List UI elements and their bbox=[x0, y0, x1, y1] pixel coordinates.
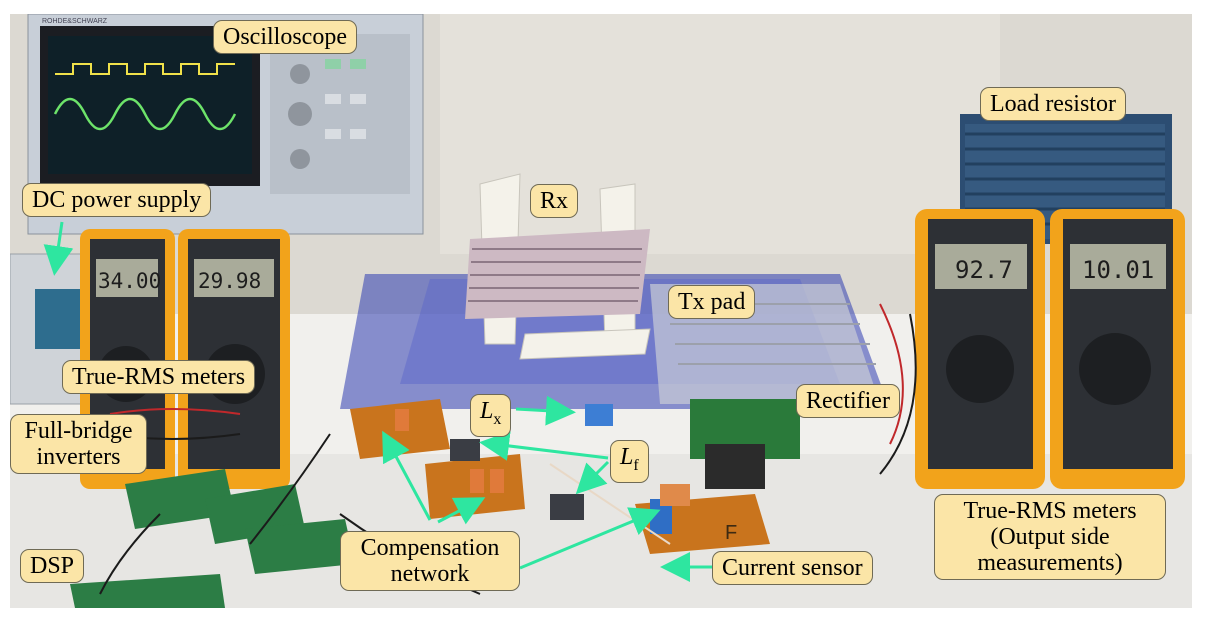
meter-reading-right-1: 92.7 bbox=[955, 256, 1013, 284]
arrow-lf-1 bbox=[479, 431, 609, 461]
label-full-bridge-inverters: Full-bridge inverters bbox=[10, 414, 147, 474]
right-meters: 92.7 10.01 bbox=[915, 209, 1185, 489]
rx-coil bbox=[465, 173, 651, 360]
label-dsp: DSP bbox=[20, 549, 85, 583]
label-oscilloscope: Oscilloscope bbox=[213, 20, 357, 54]
arrow-dc-supply bbox=[43, 221, 74, 276]
scope-green-trace bbox=[53, 97, 237, 131]
label-true-rms-right-line1: True-RMS meters bbox=[963, 498, 1137, 524]
label-load-resistor: Load resistor bbox=[980, 87, 1126, 121]
label-compensation-network: Compensation network bbox=[340, 531, 520, 591]
label-lf-main: L bbox=[620, 444, 634, 470]
arrow-compensation-2 bbox=[437, 497, 486, 525]
arrow-compensation-1 bbox=[382, 430, 432, 521]
label-tx-pad: Tx pad bbox=[668, 285, 756, 319]
inverter-boards bbox=[70, 469, 355, 608]
label-lx-sub: x bbox=[493, 411, 502, 428]
inductors bbox=[450, 404, 613, 520]
scope-brand-text: ROHDE&SCHWARZ bbox=[42, 18, 108, 25]
arrow-lf-2 bbox=[575, 460, 610, 495]
meter-reading-left-1: 34.00 bbox=[98, 269, 161, 293]
label-current-sensor: Current sensor bbox=[712, 551, 873, 585]
label-true-rms-meters-output: True-RMS meters (Output side measurement… bbox=[934, 494, 1166, 580]
label-oscilloscope-text: Oscilloscope bbox=[223, 24, 347, 50]
label-dc-power-supply-text: DC power supply bbox=[32, 187, 202, 213]
label-load-resistor-text: Load resistor bbox=[990, 91, 1116, 117]
label-lf-sub: f bbox=[633, 457, 639, 474]
label-lx: Lx bbox=[470, 394, 512, 437]
label-full-bridge-line1: Full-bridge bbox=[24, 418, 133, 444]
coil-marking-letter: F bbox=[725, 522, 737, 544]
meter-reading-left-2: 29.98 bbox=[198, 269, 261, 293]
label-compensation-line2: network bbox=[390, 561, 470, 587]
label-full-bridge-line2: inverters bbox=[36, 444, 121, 470]
scope-yellow-trace bbox=[55, 63, 235, 75]
label-compensation-line1: Compensation bbox=[360, 535, 500, 561]
arrow-compensation-3 bbox=[519, 507, 661, 570]
label-rectifier-text: Rectifier bbox=[806, 388, 890, 414]
label-current-sensor-text: Current sensor bbox=[722, 555, 863, 581]
label-dsp-text: DSP bbox=[30, 553, 75, 579]
label-dc-power-supply: DC power supply bbox=[22, 183, 212, 217]
label-tx-pad-text: Tx pad bbox=[678, 289, 746, 315]
label-true-rms-meters-left: True-RMS meters bbox=[62, 360, 256, 394]
lab-setup-photo: ROHDE&SCHWARZ bbox=[10, 14, 1192, 608]
label-true-rms-right-line2: (Output side bbox=[990, 524, 1110, 550]
meter-reading-right-2: 10.01 bbox=[1082, 256, 1154, 284]
label-lx-main: L bbox=[480, 398, 494, 424]
label-true-rms-meters-left-text: True-RMS meters bbox=[72, 364, 246, 390]
label-rx-text: Rx bbox=[540, 188, 569, 214]
rectifier-board bbox=[690, 399, 800, 489]
arrow-lx bbox=[515, 395, 576, 426]
label-rx: Rx bbox=[530, 184, 579, 218]
label-rectifier: Rectifier bbox=[796, 384, 900, 418]
label-lf: Lf bbox=[610, 440, 649, 483]
label-true-rms-right-line3: measurements) bbox=[977, 550, 1123, 576]
